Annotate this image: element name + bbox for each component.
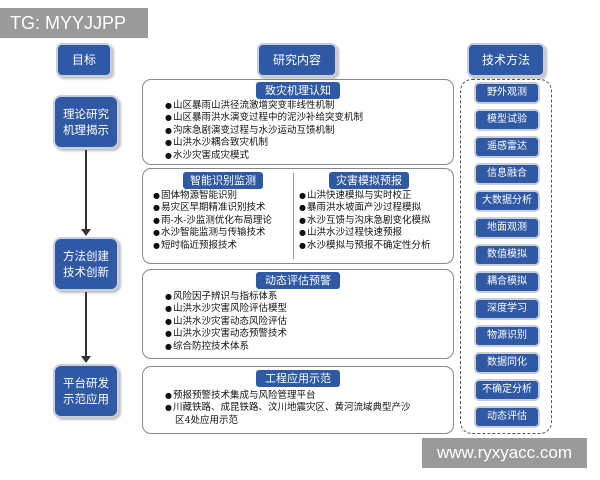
arrow-head-1	[81, 229, 91, 236]
header-method: 技术方法	[467, 43, 545, 77]
list-item: ●水沙灾害成灾模式	[165, 149, 249, 161]
method-item: 物源识别	[474, 325, 540, 347]
section-assessment: 动态评估预警 ●风险因子辨识与指标体系 ●山洪水沙灾害风险评估模型 ●山洪水沙灾…	[142, 269, 454, 359]
list-item: ●雨-水-沙监测优化布局理论	[153, 214, 272, 226]
list-item: ●山洪水沙灾害风险评估模型	[165, 303, 287, 315]
section-simulation-items: ●山洪快速模拟与实时校正 ●暴雨洪水坡面产沙过程模拟 ●水沙互馈与沟床急剧变化模…	[299, 190, 431, 252]
list-item: ●山区暴雨山洪径流激增突变非线性机制	[165, 100, 335, 111]
method-item: 遥感雷达	[474, 136, 540, 158]
arrow-stage2-to-stage3	[85, 292, 87, 357]
section-assessment-items: ●风险因子辨识与指标体系 ●山洪水沙灾害风险评估模型 ●山洪水沙灾害动态风险评估…	[165, 291, 287, 353]
list-item: ●山洪水沙灾害动态风险评估	[165, 315, 287, 327]
method-item: 耦合模拟	[474, 271, 540, 293]
list-item: ●山洪水沙过程快速预报	[299, 227, 402, 239]
method-item: 深度学习	[474, 298, 540, 320]
arrow-stage1-to-stage2	[85, 150, 87, 230]
method-item: 大数据分析	[474, 190, 540, 212]
method-item: 数值模拟	[474, 244, 540, 266]
list-item: ●水沙模拟与预报不确定性分析	[299, 239, 431, 251]
list-item: ●川藏铁路、成昆铁路、汶川地震灾区、黄河流域典型产沙	[165, 402, 411, 414]
stage-method-line2: 技术创新	[63, 265, 109, 279]
header-content: 研究内容	[257, 43, 337, 77]
list-item: ●山洪快速模拟与实时校正	[299, 190, 412, 201]
section-monitoring-title: 智能识别监测	[183, 172, 263, 189]
section-method-group: 智能识别监测 ●固体物源智能识别 ●易灾区早期精准识别技术 ●雨-水-沙监测优化…	[142, 168, 454, 264]
stage-method: 方法创建 技术创新	[53, 237, 119, 291]
section-mechanism-title: 致灾机理认知	[256, 82, 340, 99]
method-item: 不确定分析	[474, 379, 540, 401]
section-simulation-title: 灾害模拟预报	[329, 172, 409, 189]
section-mechanism-items: ●山区暴雨山洪径流激增突变非线性机制 ●山区暴雨洪水演变过程中的泥沙补给突变机制…	[165, 100, 363, 162]
stage-theory: 理论研究 机理揭示	[53, 95, 119, 149]
stage-platform: 平台研发 示范应用	[53, 364, 119, 418]
list-item: ●山洪水沙耦合致灾机制	[165, 137, 268, 149]
header-goal: 目标	[56, 43, 112, 77]
section-assessment-title: 动态评估预警	[256, 272, 340, 289]
section-application-items: ●预报预警技术集成与风险管理平台 ●川藏铁路、成昆铁路、汶川地震灾区、黄河流域典…	[165, 390, 411, 427]
list-item: ●水沙互馈与沟床急剧变化模拟	[299, 214, 431, 226]
section-mechanism: 致灾机理认知 ●山区暴雨山洪径流激增突变非线性机制 ●山区暴雨洪水演变过程中的泥…	[142, 79, 454, 165]
list-item: ●固体物源智能识别	[153, 190, 237, 201]
stage-theory-line1: 理论研究	[63, 107, 109, 121]
list-item: ●暴雨洪水坡面产沙过程模拟	[299, 202, 421, 214]
method-item: 动态评估	[474, 406, 540, 428]
section-divider	[293, 173, 294, 259]
list-item: ●风险因子辨识与指标体系	[165, 291, 278, 302]
method-item: 模型试验	[474, 109, 540, 131]
list-item: ●短时临近预报技术	[153, 239, 237, 251]
arrow-head-2	[81, 356, 91, 363]
method-item: 野外观测	[474, 82, 540, 104]
stage-platform-line2: 示范应用	[63, 392, 109, 406]
watermark-bottom-right: www.ryxyacc.com	[422, 438, 587, 468]
method-item: 数据同化	[474, 352, 540, 374]
list-item: 区4处应用示范	[175, 414, 239, 426]
section-application: 工程应用示范 ●预报预警技术集成与风险管理平台 ●川藏铁路、成昆铁路、汶川地震灾…	[142, 366, 454, 434]
list-item: ●综合防控技术体系	[165, 340, 249, 352]
watermark-top-left: TG: MYYJJPP	[0, 8, 148, 38]
list-item: ●易灾区早期精准识别技术	[153, 202, 266, 214]
list-item: ●沟床急剧演变过程与水沙运动互馈机制	[165, 124, 335, 136]
stage-platform-line1: 平台研发	[63, 376, 109, 390]
stage-theory-line2: 机理揭示	[63, 123, 109, 137]
list-item: ●预报预警技术集成与风险管理平台	[165, 390, 316, 401]
list-item: ●山洪水沙灾害动态预警技术	[165, 328, 287, 340]
section-application-title: 工程应用示范	[256, 370, 340, 387]
list-item: ●山区暴雨洪水演变过程中的泥沙补给突变机制	[165, 112, 363, 124]
method-item: 地面观测	[474, 217, 540, 239]
stage-method-line1: 方法创建	[63, 249, 109, 263]
list-item: ●水沙智能监测与传输技术	[153, 227, 266, 239]
method-item: 信息融合	[474, 163, 540, 185]
section-monitoring-items: ●固体物源智能识别 ●易灾区早期精准识别技术 ●雨-水-沙监测优化布局理论 ●水…	[153, 190, 272, 252]
